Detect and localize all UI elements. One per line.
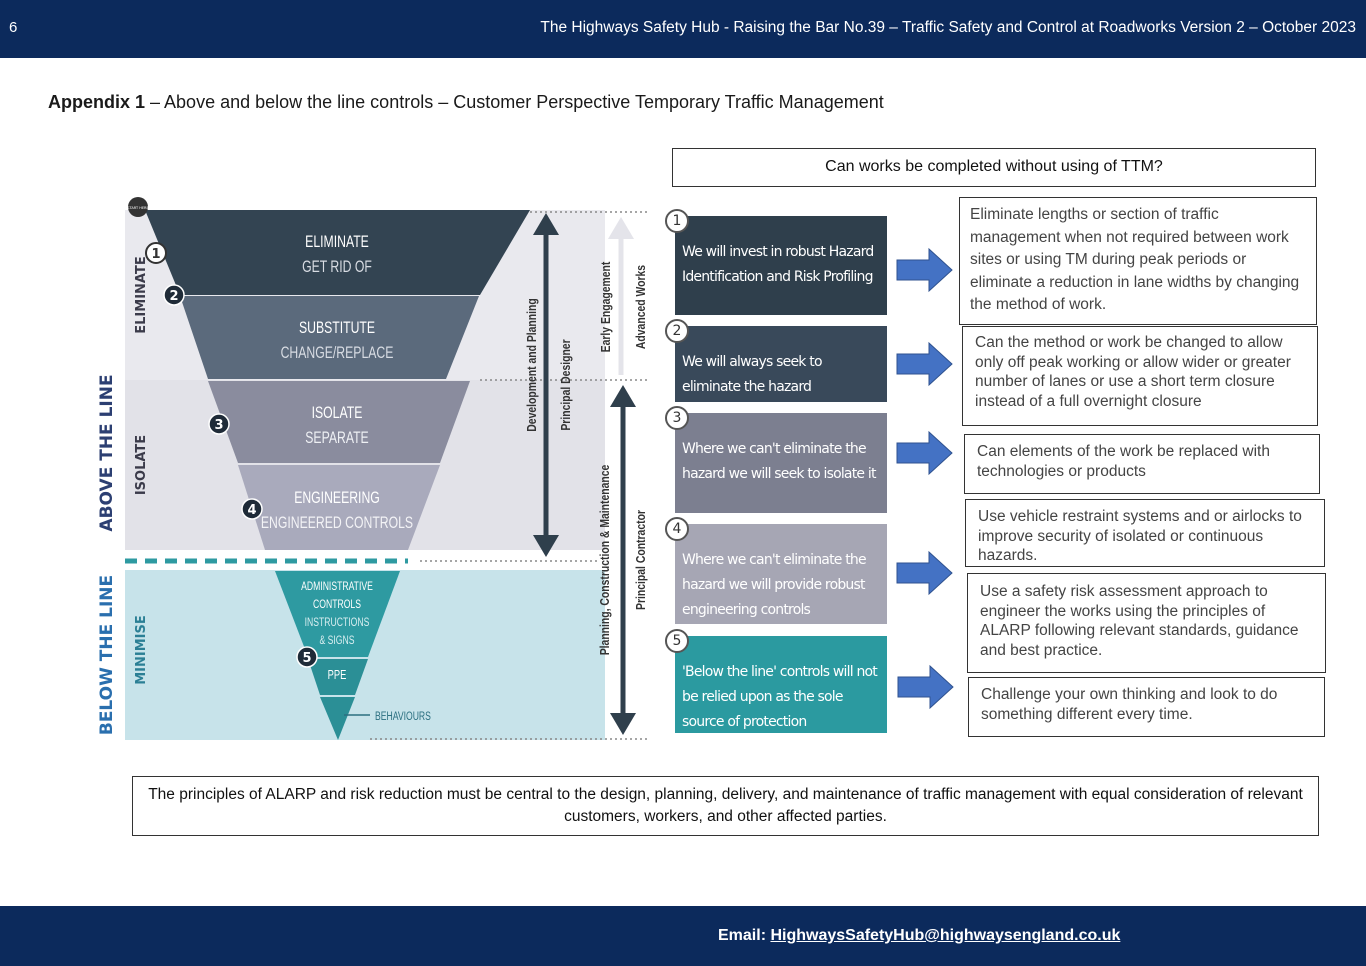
response-box: Can elements of the work be replaced wit… <box>964 434 1320 494</box>
response-box: Eliminate lengths or section of traffic … <box>959 197 1317 325</box>
appendix-label: Appendix 1 <box>48 92 146 112</box>
level-number: 3 <box>214 418 223 433</box>
level-title: SUBSTITUTE <box>299 319 375 337</box>
development-planning-label: Development and Planning <box>525 298 539 431</box>
appendix-heading: Appendix 1 – Above and below the line co… <box>48 92 884 113</box>
page-number: 6 <box>9 19 18 36</box>
step-number-badge: 5 <box>665 629 689 653</box>
email-link[interactable]: HighwaysSafetyHub@highwaysengland.co.uk <box>770 927 1121 944</box>
level-subtitle: GET RID OF <box>302 258 372 276</box>
response-box: Use a safety risk assessment approach to… <box>967 573 1326 673</box>
level-number-badge <box>208 413 230 435</box>
below-the-line-label: BELOW THE LINE <box>97 575 117 735</box>
step-box: 1 We will invest in robust Hazard Identi… <box>665 209 887 315</box>
development-arrow-up <box>533 213 559 235</box>
level-title: ENGINEERING <box>294 489 380 507</box>
planning-construction-label: Planning, Construction & Maintenance <box>598 464 612 655</box>
step-text: We will invest in robust Hazard Identifi… <box>682 244 874 285</box>
principal-designer-label: Principal Designer <box>559 339 573 431</box>
isolate-band-label: ISOLATE <box>134 435 149 495</box>
development-arrow-down <box>533 535 559 557</box>
level-number: 2 <box>169 289 178 304</box>
step-box: 5 'Below the line' controls will not be … <box>665 629 887 733</box>
early-engagement-arrow-up <box>608 217 634 239</box>
right-arrow-icon <box>897 664 954 710</box>
step-text: We will always seek to eliminate the haz… <box>682 354 823 395</box>
right-arrow-icon <box>896 247 953 293</box>
step-number-badge: 2 <box>665 319 689 343</box>
document-title: The Highways Safety Hub - Raising the Ba… <box>540 19 1356 36</box>
step-box: 3 Where we can't eliminate the hazard we… <box>665 406 887 513</box>
response-box: Can the method or work be changed to all… <box>962 326 1318 426</box>
level-number: 4 <box>247 503 256 518</box>
ppe-segment <box>308 659 368 695</box>
level-substitute-segment <box>180 296 479 379</box>
start-here-badge <box>128 197 148 217</box>
construction-arrow-up <box>610 385 636 407</box>
right-arrow-icon <box>896 550 953 596</box>
level-number-badge <box>145 242 167 264</box>
start-here-text: START HERE <box>127 206 148 210</box>
level-subtitle: ENGINEERED CONTROLS <box>261 514 413 532</box>
step-number-badge: 4 <box>665 517 689 541</box>
level-number: 1 <box>151 247 160 262</box>
construction-arrow-down <box>610 713 636 735</box>
level-administrative-segment <box>275 571 400 657</box>
behaviours-segment <box>320 697 355 740</box>
level-subtitle: INSTRUCTIONS <box>305 617 370 630</box>
level-number-badge <box>163 284 185 306</box>
early-engagement-label: Early Engagement <box>599 262 613 353</box>
principle-statement: The principles of ALARP and risk reducti… <box>132 776 1319 836</box>
response-box: Use vehicle restraint systems and or air… <box>965 499 1325 567</box>
minimise-band-label: MINIMISE <box>134 615 149 685</box>
level-title: ELIMINATE <box>305 233 369 251</box>
level-title: ISOLATE <box>312 404 363 422</box>
step-text: 'Below the line' controls will not be re… <box>682 664 878 730</box>
level-number-badge <box>296 646 318 668</box>
above-the-line-label: ABOVE THE LINE <box>97 374 117 531</box>
hierarchy-diagram: ABOVE THE LINE BELOW THE LINE ELIMINATE … <box>97 197 650 740</box>
level-eliminate-segment <box>145 210 530 295</box>
page-header: 6 The Highways Safety Hub - Raising the … <box>0 0 1366 58</box>
right-arrow-icon <box>896 341 953 387</box>
response-box: Challenge your own thinking and look to … <box>968 677 1325 737</box>
step-box: 4 Where we can't eliminate the hazard we… <box>665 517 887 624</box>
advanced-works-label: Advanced Works <box>634 265 648 350</box>
level-subtitle: SEPARATE <box>305 429 369 447</box>
principal-contractor-label: Principal Contractor <box>634 510 648 610</box>
appendix-title: – Above and below the line controls – Cu… <box>145 92 884 112</box>
step-number-badge: 3 <box>665 406 689 430</box>
behaviours-label: BEHAVIOURS <box>375 711 431 724</box>
page-footer: Email: HighwaysSafetyHub@highwaysengland… <box>0 906 1366 966</box>
step-text: Where we can't eliminate the hazard we w… <box>682 552 867 618</box>
level-number: 5 <box>302 651 311 666</box>
footer-email: Email: HighwaysSafetyHub@highwaysengland… <box>718 927 1120 945</box>
level-subtitle: CHANGE/REPLACE <box>281 344 394 362</box>
level-engineering-segment <box>238 465 440 550</box>
eliminate-band-label: ELIMINATE <box>134 256 149 333</box>
level-number-badge <box>241 498 263 520</box>
email-label: Email: <box>718 927 771 944</box>
level-title: ADMINISTRATIVE <box>301 581 373 594</box>
right-arrow-icon <box>896 430 953 476</box>
level-subtitle-line2: & SIGNS <box>320 635 355 648</box>
question-box: Can works be completed without using of … <box>672 148 1316 187</box>
level-isolate-segment <box>208 381 470 463</box>
step-number-badge: 1 <box>665 209 689 233</box>
ppe-label: PPE <box>328 669 347 683</box>
level-title-line2: CONTROLS <box>313 599 361 612</box>
step-box: 2 We will always seek to eliminate the h… <box>665 319 887 402</box>
step-text: Where we can't eliminate the hazard we w… <box>682 441 876 482</box>
